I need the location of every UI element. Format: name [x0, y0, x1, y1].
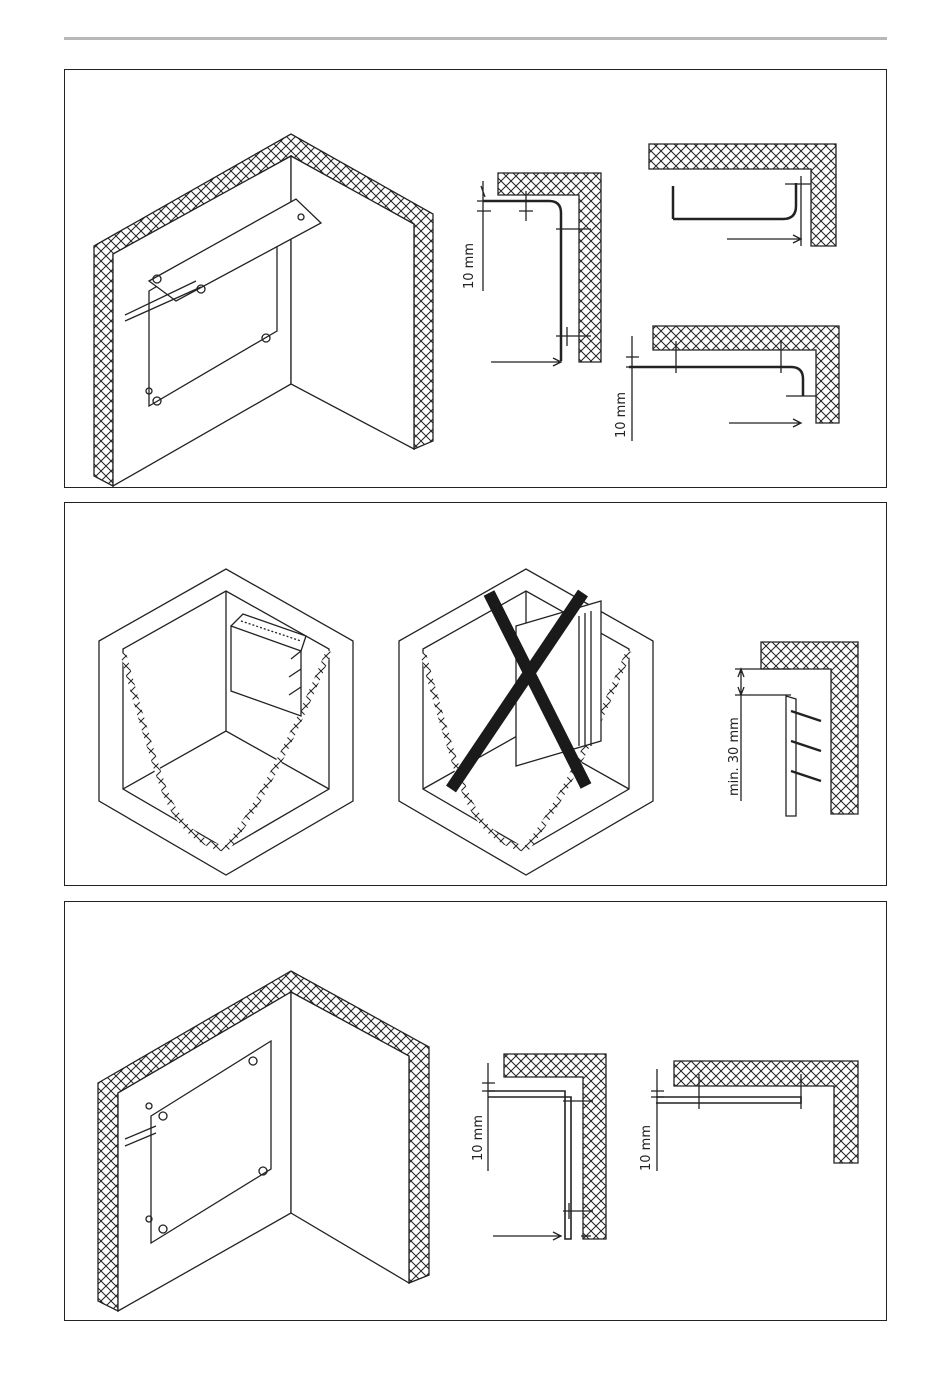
detail-e [651, 1061, 858, 1171]
dim-label-10mm-d: 10 mm [639, 1125, 654, 1171]
panel-bent-plate-mounting: 10 mm 10 mm [64, 69, 887, 488]
detail-a [477, 173, 601, 366]
panel1-drawing: 10 mm 10 mm [65, 70, 886, 487]
correct-orientation-box [99, 569, 353, 875]
header-rule [64, 37, 887, 40]
detail-d [482, 1054, 606, 1240]
panel-flat-plate-mounting: 10 mm 10 mm [64, 901, 887, 1321]
dim-label-min30mm: min. 30 mm [727, 717, 742, 796]
detail-c [626, 326, 839, 441]
panel-orientation-and-clearance: min. 30 mm [64, 502, 887, 886]
dim-label-10mm-c: 10 mm [471, 1115, 486, 1161]
panel3-drawing: 10 mm 10 mm [65, 902, 886, 1320]
wrong-orientation-box [399, 569, 653, 875]
dim-label-10mm-b: 10 mm [614, 392, 629, 438]
clearance-detail [735, 642, 858, 816]
dim-label-10mm-a: 10 mm [462, 243, 477, 289]
panel2-drawing: min. 30 mm [65, 503, 886, 885]
detail-b [649, 144, 836, 246]
